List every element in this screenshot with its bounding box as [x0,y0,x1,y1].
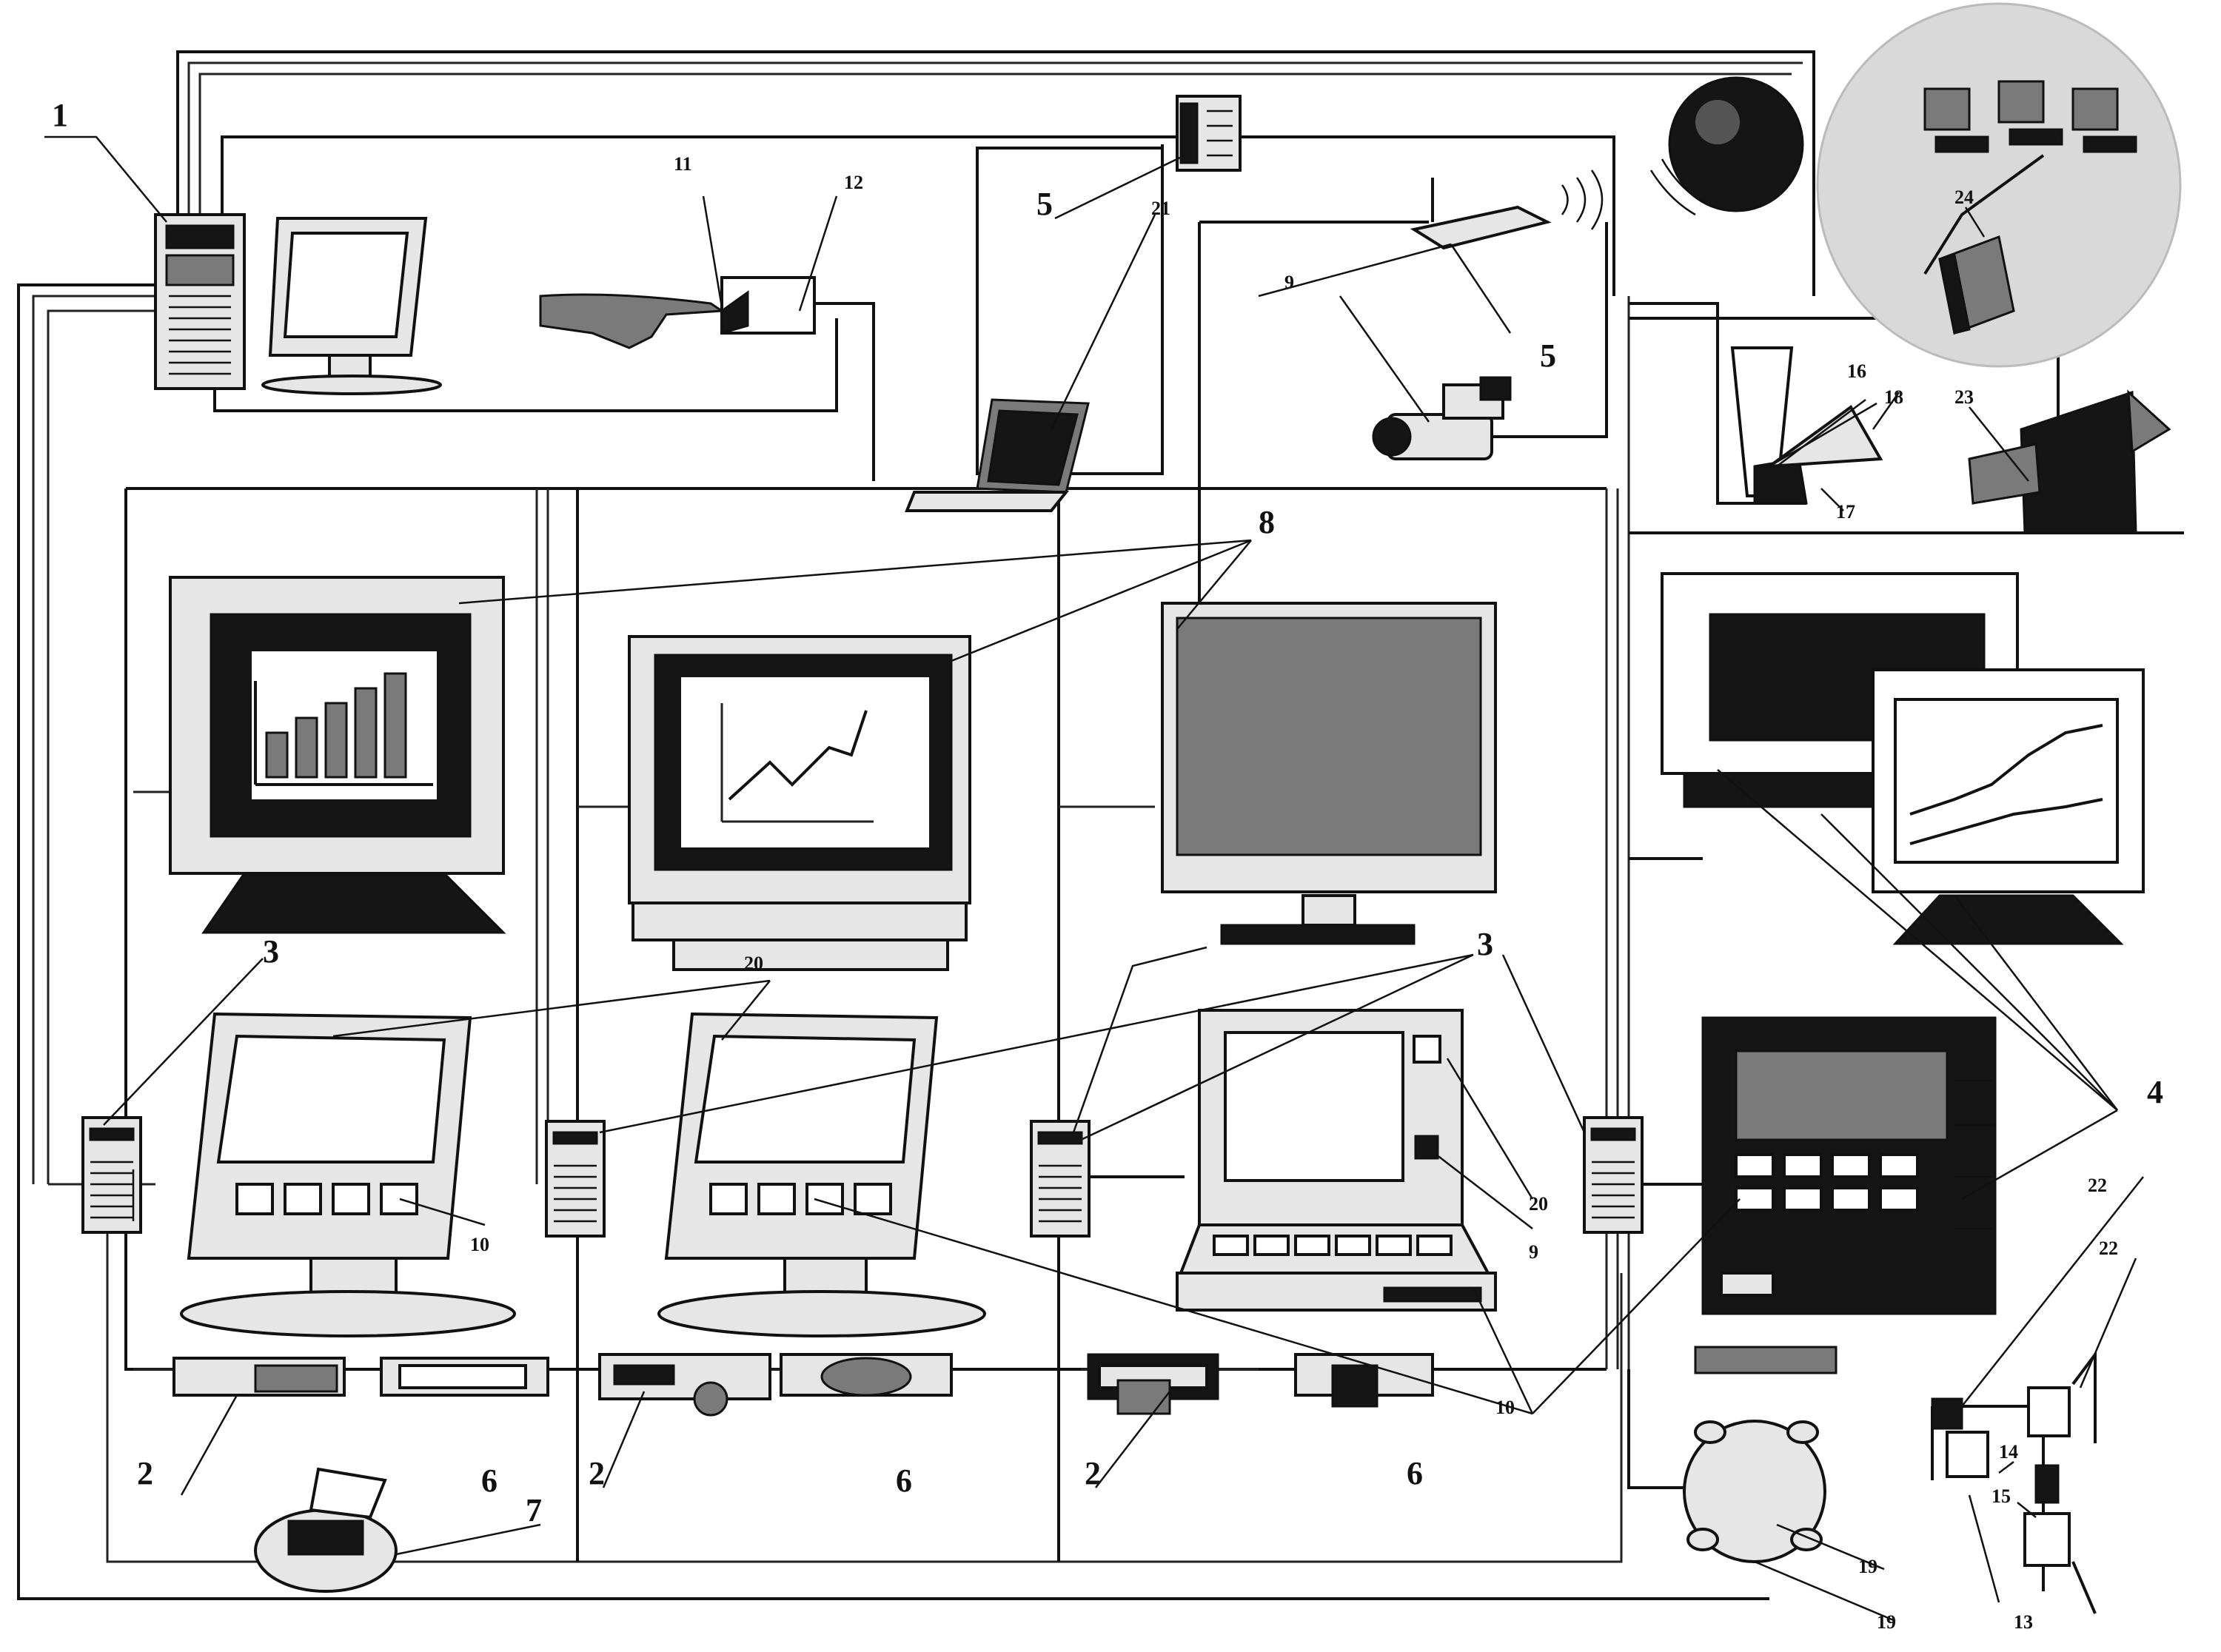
label-5b: 5 [1540,338,1556,374]
right-display-group [1661,572,2145,945]
pos-terminal-icon [1176,1009,1497,1312]
phone-icon [1176,95,1242,172]
label-6a: 6 [481,1463,498,1499]
label-5a: 5 [1036,186,1053,222]
workstation-tower-4 [1583,1116,1644,1234]
label-23: 23 [1954,386,1974,408]
label-13: 13 [2014,1611,2033,1633]
keyboard-icon [1694,1346,1838,1374]
touch-terminal-left [180,1012,516,1337]
label-11: 11 [674,153,692,175]
touch-kiosk-icon [1701,1016,1997,1315]
label-4: 4 [2147,1074,2163,1110]
label-21: 21 [1151,198,1170,219]
label-22b: 22 [2099,1238,2118,1259]
wifi-router-icon [1410,169,1604,250]
line-chart-monitor-icon [628,635,971,971]
label-10a: 10 [470,1234,489,1255]
cash-drawer-2 [598,1353,771,1417]
label-1: 1 [52,97,68,133]
main-server [154,213,246,390]
camcorder-icon [1372,376,1512,460]
label-17: 17 [1836,501,1855,523]
display-panel-1 [380,1357,549,1397]
label-19b: 19 [1877,1611,1896,1633]
workstation-tower-2 [545,1120,606,1238]
network-computers-icon [1923,80,2137,153]
network-server-icon [1938,235,2015,335]
label-2b: 2 [589,1455,605,1491]
bar-chart-monitor-icon [169,576,506,934]
coin-tray-2 [780,1353,953,1397]
leader-lines [44,135,2144,1622]
label-16: 16 [1847,360,1866,382]
label-15: 15 [1991,1485,2011,1507]
label-2a: 2 [137,1455,153,1491]
label-24: 24 [1954,187,1974,208]
label-22a: 22 [2088,1175,2107,1196]
label-3a: 3 [263,933,279,970]
label-2c: 2 [1085,1455,1101,1491]
workstation-tower-3 [1030,1120,1091,1238]
server-monitor-icon [261,217,442,395]
label-14: 14 [1999,1441,2018,1463]
label-8: 8 [1259,504,1275,540]
label-18: 18 [1884,386,1903,408]
label-10b: 10 [1495,1397,1515,1418]
label-19a: 19 [1858,1556,1877,1577]
round-table-icon [1683,1420,1826,1563]
label-20b: 20 [1529,1193,1548,1215]
card-terminal-3 [1087,1353,1219,1415]
reference-labels: 1 2 2 2 3 3 4 5 5 6 6 6 7 8 9 9 10 10 11… [52,97,2163,1633]
exit-door-icon [1968,389,2171,534]
touch-terminal-middle [657,1012,986,1337]
payment-reader-3 [1294,1353,1434,1408]
hand-pointer-icon [539,293,726,349]
turnstile-doors [1931,1350,2097,1614]
receipt-printer-icon [254,1467,398,1593]
laptop-icon [905,398,1090,512]
label-9a: 9 [1284,272,1294,293]
card-reader-icon [720,276,816,335]
cash-drawer-1 [172,1357,346,1397]
label-7: 7 [526,1492,542,1528]
label-12: 12 [844,172,863,193]
workstation-tower-1 [81,1116,142,1234]
globe-icon [1649,76,1804,216]
label-20a: 20 [744,953,763,974]
label-6b: 6 [896,1463,912,1499]
label-6c: 6 [1407,1455,1423,1491]
lcd-monitor-icon [1161,602,1497,945]
network-bubble [1816,2,2182,368]
label-3b: 3 [1477,926,1493,962]
label-9b: 9 [1529,1241,1538,1263]
